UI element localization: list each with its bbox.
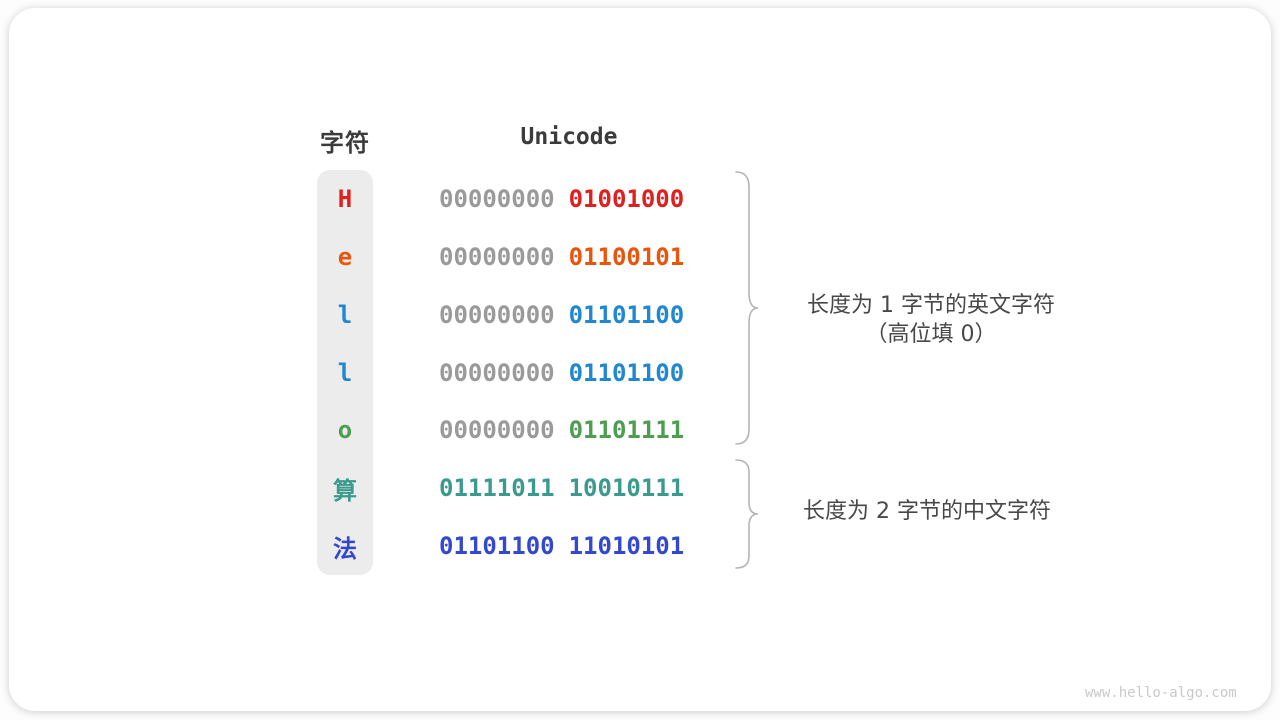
char-cell: 算 — [333, 476, 357, 505]
byte-high: 01111011 — [439, 474, 555, 503]
byte-low: 01101111 — [568, 416, 685, 445]
char-column-header: 字符 — [320, 129, 370, 157]
binary-row: 00000000 01001000 — [439, 170, 709, 228]
annotation-line: （高位填 0） — [865, 322, 997, 347]
watermark: www.hello-algo.com — [1085, 685, 1237, 701]
binary-row: 00000000 01101100 — [439, 344, 709, 402]
binary-row: 01111011 10010111 — [439, 459, 709, 517]
binary-row: 00000000 01101111 — [439, 401, 709, 459]
annotation-line: 长度为 1 字节的英文字符 — [807, 293, 1055, 318]
binary-row: 00000000 01100101 — [439, 228, 709, 286]
char-column-strip: H e l l o 算 法 — [317, 170, 373, 575]
byte-high: 01101100 — [439, 532, 555, 561]
annotation-chinese-chars: 长度为 2 字节的中文字符 — [767, 497, 1087, 526]
byte-low: 01101100 — [568, 358, 685, 387]
annotation-english-chars: 长度为 1 字节的英文字符 （高位填 0） — [771, 291, 1091, 349]
annotation-line: 长度为 2 字节的中文字符 — [803, 499, 1051, 524]
byte-high: 00000000 — [439, 242, 555, 271]
byte-low: 10010111 — [568, 474, 685, 503]
binary-row: 01101100 11010101 — [439, 517, 709, 575]
char-cell: 法 — [333, 534, 357, 563]
byte-low: 01101100 — [568, 300, 685, 329]
diagram-card: 字符 Unicode H e l l o 算 法 00000000 010010… — [9, 8, 1271, 711]
byte-high: 00000000 — [439, 358, 555, 387]
byte-high: 00000000 — [439, 416, 555, 445]
binary-row: 00000000 01101100 — [439, 286, 709, 344]
byte-low: 01100101 — [568, 242, 685, 271]
unicode-column-header: Unicode — [520, 124, 618, 150]
byte-high: 00000000 — [439, 184, 555, 213]
byte-high: 00000000 — [439, 300, 555, 329]
char-cell: H — [337, 184, 353, 213]
curly-brace-group1-icon — [733, 170, 761, 446]
unicode-binary-column: 00000000 01001000 00000000 01100101 0000… — [439, 170, 709, 575]
char-cell: l — [337, 300, 353, 329]
char-cell: o — [337, 416, 353, 445]
byte-low: 11010101 — [568, 532, 685, 561]
byte-low: 01001000 — [568, 184, 685, 213]
curly-brace-group2-icon — [733, 458, 761, 570]
char-cell: l — [337, 358, 353, 387]
char-cell: e — [337, 242, 353, 271]
